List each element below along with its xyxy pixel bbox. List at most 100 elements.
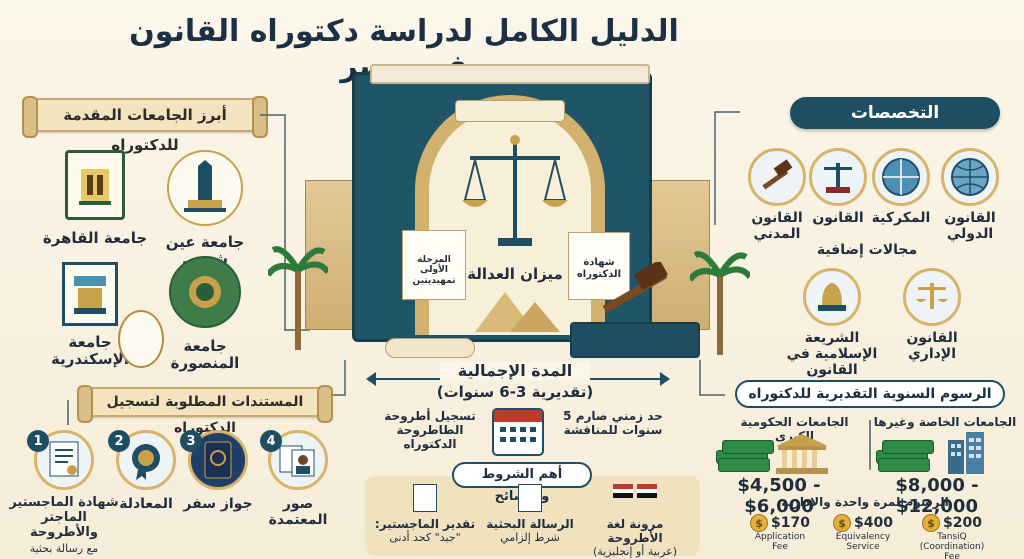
fee-amount: $170 [771, 515, 810, 531]
universities-heading: أبرز الجامعات المقدمة للدكتوراه [22, 96, 268, 154]
globe-flags-icon [941, 148, 999, 206]
gavel-icon [590, 260, 680, 322]
extra-fields: مجالات إضافية [816, 242, 918, 258]
fee-amount: $400 [854, 515, 893, 531]
spec-name: القانون الدولي [944, 210, 996, 243]
doc-name: المعادلة [119, 496, 173, 512]
gov-price: $4,500 - $6,000 [737, 475, 821, 517]
fee-name: TansiQ (Coordination) Fee [919, 532, 985, 559]
spec-name: القانون المدني [751, 210, 803, 243]
ain-shams-logo [167, 150, 243, 226]
university-name: جامعة المنصورة [170, 337, 240, 373]
private-label: الجامعات الخاصة وغيرها [873, 415, 1017, 429]
cond-language: مرونة لغة الأطروحة (عربية أو إنجليزية) [580, 484, 690, 558]
doc-sub: مع رسالة بحثية [29, 541, 99, 555]
arrow-right-icon [660, 372, 670, 386]
globe-icon [872, 148, 930, 206]
stage-one-document: المرحلة الأولى تمهيديتين [402, 230, 466, 300]
doc-name: صور المعتمدة [268, 496, 328, 529]
fees-heading: الرسوم السنوية التقديرية للدكتوراه [735, 380, 1005, 408]
private-price: $8,000 - $12,000 [895, 475, 979, 517]
spec-admin-law: القانون الإداري [894, 268, 970, 362]
spec-customs: المكركية [866, 148, 936, 226]
grade-document-icon [413, 484, 437, 512]
university-alexandria: جامعة الإسكندرية [35, 262, 145, 369]
money-stack-icon [876, 436, 936, 472]
dollar-coin-icon: $ [750, 514, 769, 532]
doc-equivalency: 2 المعادلة [108, 430, 184, 512]
money-stack-gov-icon [716, 436, 776, 472]
university-ain-shams: جامعة عين شمس [155, 150, 255, 269]
spec-civil-law: القانون المدني [745, 148, 809, 242]
doc-number: 1 [27, 430, 49, 452]
palm-tree-right-icon [687, 245, 753, 355]
fee-application: $ $170 Application Fee [740, 514, 820, 553]
egypt-uk-flags-icon [612, 484, 658, 504]
one-time-label: الرسوم لمرة واحدة والإدارية [781, 495, 949, 509]
spec-name: المكركية [871, 210, 931, 226]
masters-certificate-icon [34, 430, 94, 490]
scales-of-justice-icon [460, 130, 570, 260]
fees-heading-text: الرسوم السنوية التقديرية للدكتوراه [748, 386, 992, 402]
university-mansoura: جامعة المنصورة [150, 256, 260, 373]
scale-book-icon [809, 148, 867, 206]
duration-deadline: حد زمني صارم 5 سنوات للمناقشة [563, 409, 663, 437]
spec-sharia: الشريعة الإسلامية في القانون [780, 268, 884, 378]
cond-grade: تقدير الماجستير: "جيد" كحد أدنى [370, 484, 480, 544]
scales-circle-icon [903, 268, 961, 326]
cairo-logo [65, 150, 125, 220]
arch-banner [455, 100, 565, 122]
university-seal-icon [118, 310, 164, 368]
cond-sub: (عربية أو إنجليزية) [592, 544, 678, 558]
fee-name: Equivalency Service [835, 532, 891, 552]
fee-name: Application Fee [754, 532, 806, 552]
doc-name: جواز سفر [183, 496, 253, 512]
cond-sub: "جيد" كحد أدنى [389, 530, 461, 544]
universities-heading-text: أبرز الجامعات المقدمة للدكتوراه [63, 106, 227, 154]
doc-passport: 3 جواز سفر [180, 430, 256, 512]
doc-masters: 1 شهادة الماجستير الماجتر والأطروحة مع ر… [5, 430, 123, 555]
doctorate-certificate: شهادة الدكتوراه [568, 232, 630, 300]
fee-equivalency: $ $400 Equivalency Service [823, 514, 903, 553]
doc-photos: 4 صور المعتمدة [260, 430, 336, 528]
arrow-left-icon [366, 372, 376, 386]
doc-name: شهادة الماجستير الماجتر والأطروحة [9, 495, 119, 540]
pyramids-icon [455, 286, 575, 332]
dollar-coin-icon: $ [833, 514, 852, 532]
doc-number: 4 [260, 430, 282, 452]
government-building-icon [772, 432, 832, 474]
doctorate-cert-text: شهادة الدكتوراه [576, 257, 622, 280]
spec-law: القانون [806, 148, 870, 226]
office-building-icon [944, 430, 988, 474]
gavel-circle-icon [748, 148, 806, 206]
duration-register: تسجيل أطروحة الطاطروحة الدكتوراه [384, 409, 476, 451]
duration-heading: المدة الإجمالية [440, 361, 590, 381]
rolled-scroll-icon [385, 338, 475, 358]
cond-name: الرسالة البحثية [486, 517, 574, 531]
spec-name: القانون [812, 210, 864, 226]
university-cairo: جامعة القاهرة [40, 150, 150, 247]
cond-sub: شرط إلزامي [500, 530, 560, 544]
duration-range: (تقديرية 3-6 سنوات) [436, 383, 594, 401]
photos-icon [268, 430, 328, 490]
book-pages [370, 64, 650, 84]
spec-name: الشريعة الإسلامية في القانون [786, 330, 878, 379]
specializations-heading-text: التخصصات [850, 103, 940, 123]
mansoura-logo [169, 256, 241, 328]
cond-research: الرسالة البحثية شرط إلزامي [480, 484, 580, 544]
research-document-icon [518, 484, 542, 512]
calendar-icon [492, 408, 544, 456]
scale-label: ميزان العدالة [467, 265, 563, 283]
palm-tree-left-icon [265, 240, 331, 350]
specializations-heading: التخصصات [790, 97, 1000, 129]
university-name: جامعة الإسكندرية [51, 333, 129, 369]
mosque-book-icon [803, 268, 861, 326]
doc-number: 3 [180, 430, 202, 452]
spec-name: القانون الإداري [906, 330, 958, 363]
fee-amount: $200 [943, 515, 982, 531]
cond-name: تقدير الماجستير: [374, 517, 476, 531]
stage-one-text: المرحلة الأولى تمهيديتين [412, 255, 456, 286]
alexandria-logo [62, 262, 118, 326]
cond-name: مرونة لغة الأطروحة [606, 517, 664, 545]
dollar-coin-icon: $ [922, 514, 941, 532]
